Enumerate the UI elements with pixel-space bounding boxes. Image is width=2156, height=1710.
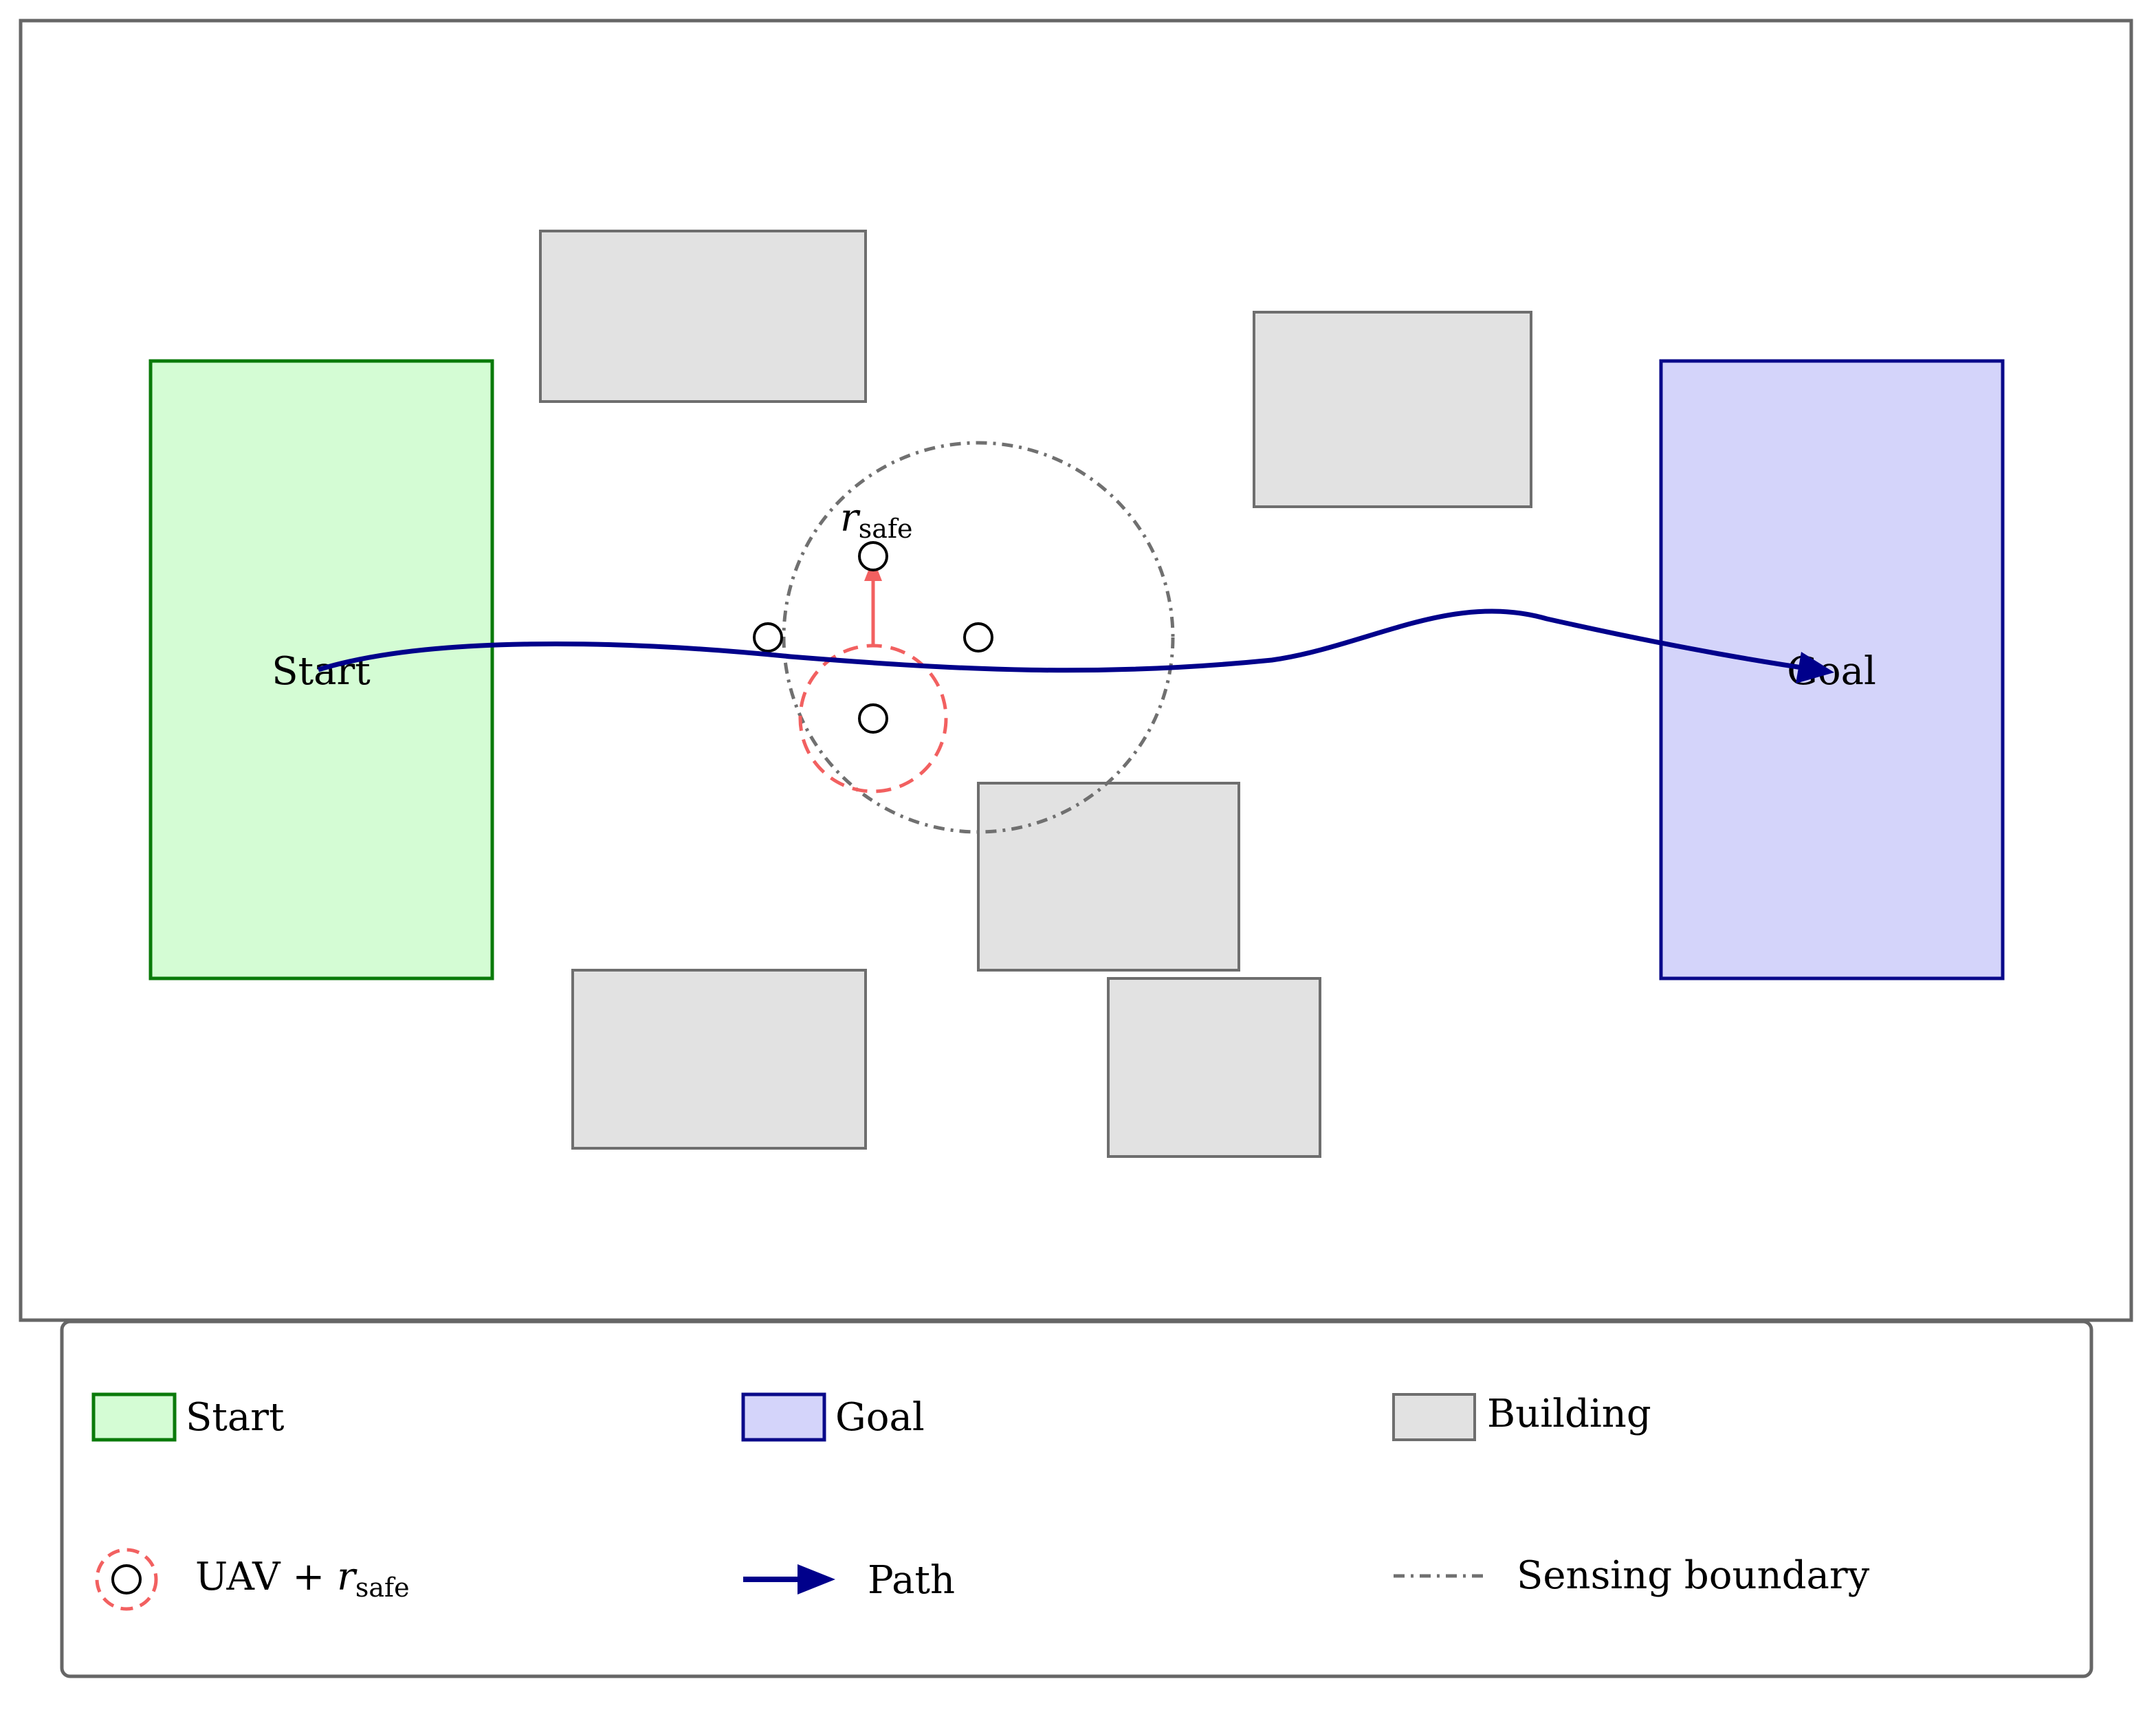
legend-start-swatch [91,1392,177,1442]
legend-building-swatch [1392,1393,1476,1441]
legend-path-label: Path [868,1558,955,1603]
building [539,230,867,403]
legend-building-label: Building [1487,1392,1651,1436]
r-safe-label: rsafe [840,496,913,544]
legend-box [60,1319,2093,1678]
uav [963,622,993,653]
uav [753,622,783,653]
legend-goal-swatch [741,1392,826,1442]
uav-path [317,609,1821,673]
legend-uav-icon [111,1564,142,1594]
legend-start-label: Start [186,1395,285,1440]
uav-agents [753,541,993,734]
building [1107,977,1321,1158]
sensing-boundary [782,441,1175,834]
legend-uav-safety-icon [95,1548,158,1611]
start-label: Start [272,649,371,694]
building [1253,311,1532,508]
building [977,782,1240,972]
uav [858,541,888,571]
legend-uav-label: UAV + rsafe [195,1555,410,1603]
legend-goal-label: Goal [835,1395,925,1440]
buildings [539,230,1532,1158]
building [571,969,867,1150]
path-arrowhead [1796,652,1834,683]
uav-ego [858,703,888,734]
goal-region [1659,359,2005,980]
legend-sensing-label: Sensing boundary [1517,1553,1870,1598]
legend-path-arrowhead [798,1564,835,1594]
